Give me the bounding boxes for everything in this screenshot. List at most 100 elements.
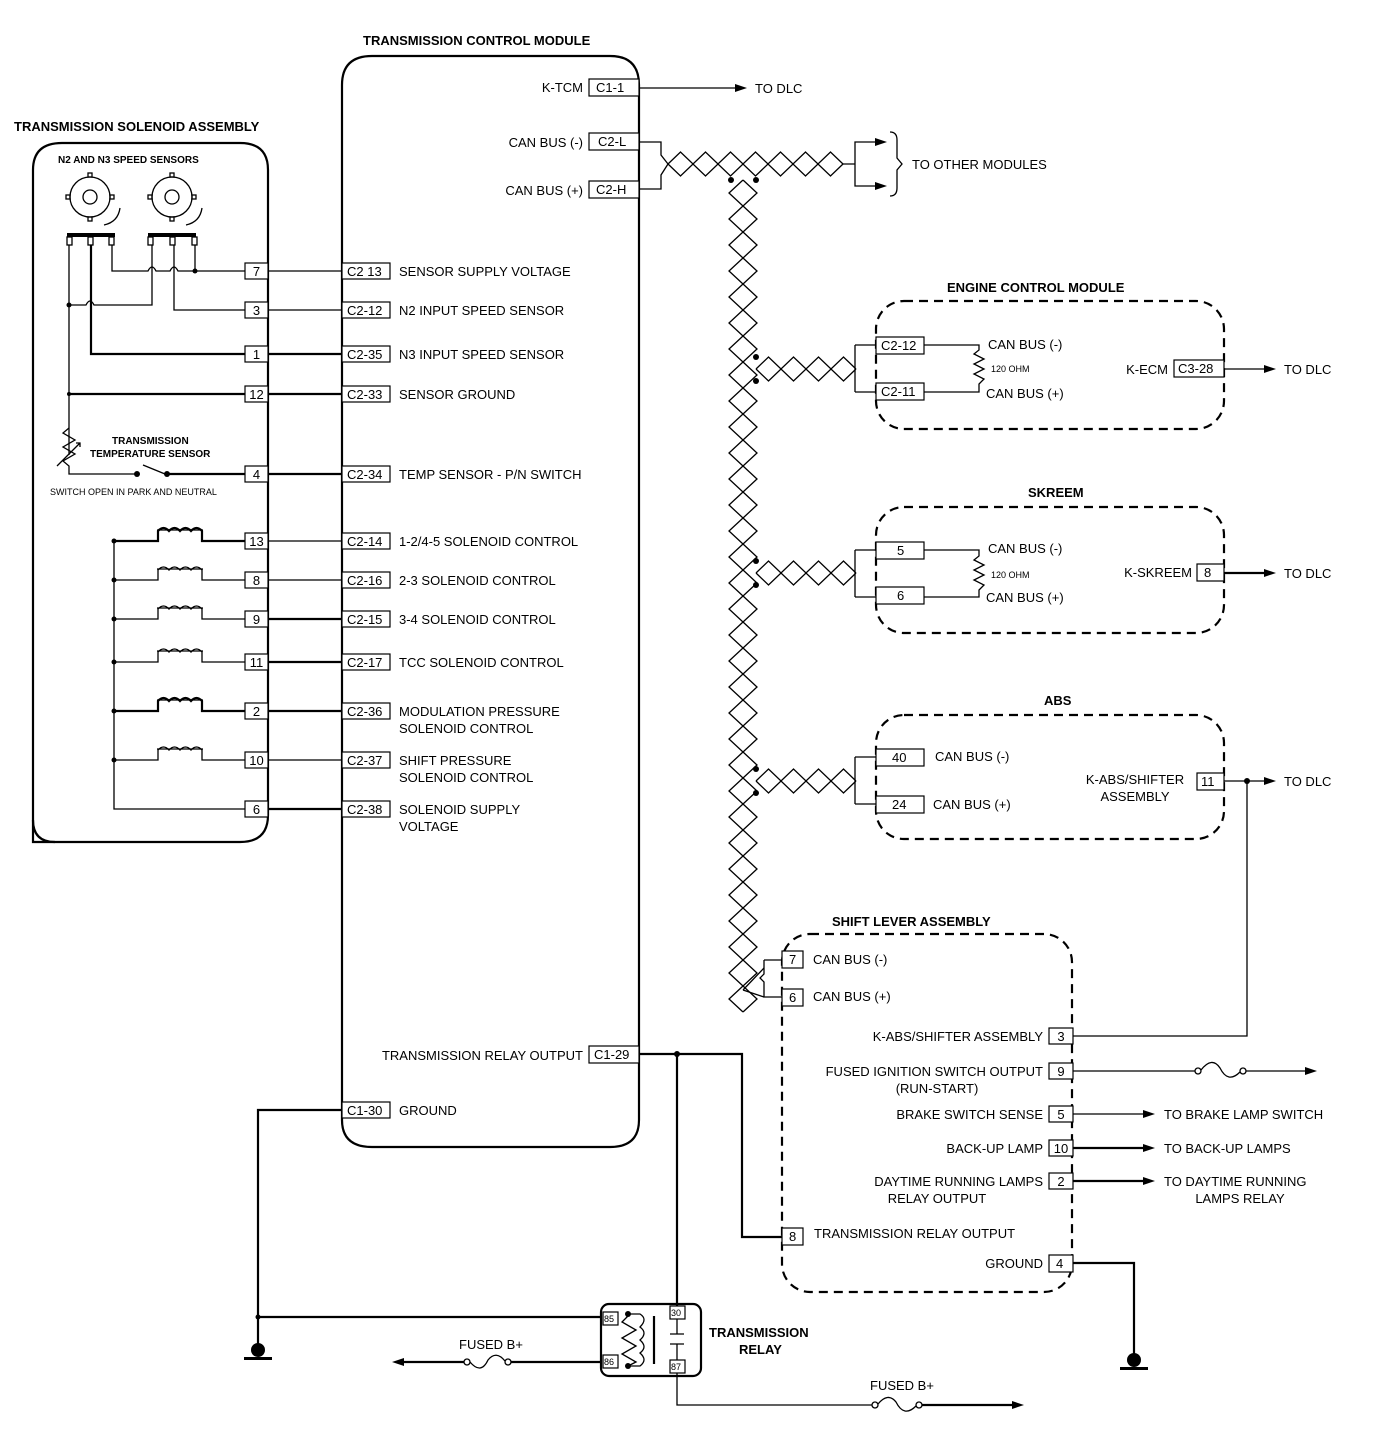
- can-wire-minus: [755, 768, 857, 782]
- svg-text:TO DLC: TO DLC: [1284, 362, 1331, 377]
- svg-text:C1-29: C1-29: [594, 1047, 629, 1062]
- svg-text:30: 30: [671, 1308, 681, 1318]
- relay-contact-icon: [670, 1319, 684, 1360]
- skreem-pin-plus: 6: [897, 588, 904, 603]
- brace-icon: [889, 131, 903, 197]
- solenoid-pin-number: 12: [249, 387, 263, 402]
- fused-b-plus-left: FUSED B+: [459, 1337, 523, 1352]
- relay-title-2: RELAY: [739, 1342, 782, 1357]
- tcm-title: TRANSMISSION CONTROL MODULE: [363, 33, 591, 48]
- shift-pin-label: BRAKE SWITCH SENSE: [896, 1107, 1043, 1122]
- svg-text:ASSEMBLY: ASSEMBLY: [1100, 789, 1169, 804]
- arrow-icon: [1012, 1401, 1024, 1409]
- skreem-k-pin: 8: [1204, 565, 1211, 580]
- tcm-pin-label: SENSOR SUPPLY VOLTAGE: [399, 264, 571, 279]
- tcm-pin-id: C2-16: [347, 573, 382, 588]
- svg-text:3: 3: [1057, 1029, 1064, 1044]
- ecm-box: [874, 299, 1226, 431]
- tcm-pin: [341, 532, 391, 550]
- solenoid-pin-number: 6: [253, 802, 260, 817]
- k-tcm-label: K-TCM: [542, 80, 583, 95]
- ecm-k-pin: C3-28: [1178, 361, 1213, 376]
- solenoid-pin-number: 13: [249, 534, 263, 549]
- tcm-pin-id: C2-38: [347, 802, 382, 817]
- solenoid-pin-number: 8: [253, 573, 260, 588]
- shift-pin-relay: 8: [789, 1229, 796, 1244]
- solenoid-supply-bus: [113, 541, 245, 810]
- to-other-modules: TO OTHER MODULES: [912, 157, 1047, 172]
- ecm-title: ENGINE CONTROL MODULE: [947, 280, 1125, 295]
- tcm-pin-id: C2-35: [347, 347, 382, 362]
- svg-text:C1-30: C1-30: [347, 1103, 382, 1118]
- transmission-relay-box: [599, 1302, 703, 1378]
- tcm-to-dlc: TO DLC: [755, 81, 802, 96]
- svg-text:CAN BUS (-): CAN BUS (-): [988, 541, 1062, 556]
- shift-pin-ground: 4: [1056, 1256, 1063, 1271]
- n3-speed-sensor-icon: [147, 172, 203, 246]
- tcm-pin: [341, 653, 391, 671]
- wire-pin7: [111, 245, 245, 272]
- tcm-pin-id: C2-34: [347, 467, 382, 482]
- tcm-pin-label: 2-3 SOLENOID CONTROL: [399, 573, 556, 588]
- can-bus-twisted-pair: [667, 151, 857, 1013]
- shift-pin-label: DAYTIME RUNNING LAMPS: [874, 1174, 1043, 1189]
- svg-text:TRANSMISSION RELAY OUTPUT: TRANSMISSION RELAY OUTPUT: [814, 1226, 1015, 1241]
- svg-text:86: 86: [604, 1357, 614, 1367]
- can-wire-minus: [755, 560, 857, 574]
- tcm-pin: [341, 465, 391, 483]
- tcm-can-plus-label: CAN BUS (+): [505, 183, 583, 198]
- shift-pin-can-plus: 6: [789, 990, 796, 1005]
- tcm-pin-id: C2-37: [347, 753, 382, 768]
- svg-text:CAN BUS (-): CAN BUS (-): [813, 952, 887, 967]
- svg-text:85: 85: [604, 1314, 614, 1324]
- can-wire-plus: [667, 163, 844, 177]
- tcm-pin-id: C2 13: [347, 264, 382, 279]
- svg-text:CAN BUS (-): CAN BUS (-): [935, 749, 1009, 764]
- resistor-icon: [924, 549, 986, 598]
- tcm-pin-label: TCC SOLENOID CONTROL: [399, 655, 564, 670]
- tcm-pin-label: SHIFT PRESSURE: [399, 753, 512, 768]
- tcm-pin-id: C2-12: [347, 303, 382, 318]
- solenoid-coil-icon: [114, 696, 245, 713]
- fuse-icon: [871, 1396, 923, 1412]
- shift-pin: [1048, 1027, 1074, 1045]
- tcm-pin: [341, 262, 391, 280]
- relay-title-1: TRANSMISSION: [709, 1325, 809, 1340]
- tcm-ground-label: GROUND: [399, 1103, 457, 1118]
- solenoid-assembly-title: TRANSMISSION SOLENOID ASSEMBLY: [14, 119, 260, 134]
- solenoid-coil-icon: [114, 566, 245, 581]
- abs-k-pin: 11: [1201, 774, 1215, 789]
- solenoid-pin-number: 11: [250, 655, 264, 670]
- tcm-pin-label: N3 INPUT SPEED SENSOR: [399, 347, 564, 362]
- tcm-relay-output-label: TRANSMISSION RELAY OUTPUT: [382, 1048, 583, 1063]
- svg-text:GROUND: GROUND: [985, 1256, 1043, 1271]
- svg-text:C1-1: C1-1: [596, 80, 624, 95]
- tcm-pin: [341, 702, 391, 720]
- svg-text:C2-H: C2-H: [596, 182, 626, 197]
- solenoid-pin-number: 1: [253, 347, 260, 362]
- tcm-pin-id: C2-15: [347, 612, 382, 627]
- shift-pin-label: K-ABS/SHIFTER ASSEMBLY: [873, 1029, 1044, 1044]
- solenoid-pin-number: 3: [253, 303, 260, 318]
- tcm-pin-id: C2-17: [347, 655, 382, 670]
- tcm-pin: [341, 800, 391, 818]
- tcm-pin-label: SENSOR GROUND: [399, 387, 515, 402]
- shift-pin-label: BACK-UP LAMP: [946, 1141, 1043, 1156]
- svg-text:K-SKREEM: K-SKREEM: [1124, 565, 1192, 580]
- tcm-can-minus-label: CAN BUS (-): [509, 135, 583, 150]
- switch-note: SWITCH OPEN IN PARK AND NEUTRAL: [50, 487, 217, 497]
- shift-pin-label: FUSED IGNITION SWITCH OUTPUT: [826, 1064, 1043, 1079]
- solenoid-coil-icon: [114, 746, 245, 761]
- solenoid-corner: [31, 819, 56, 844]
- shift-pin-can-minus: 7: [789, 952, 796, 967]
- svg-text:K-ABS/SHIFTER: K-ABS/SHIFTER: [1086, 772, 1184, 787]
- can-wire-minus: [667, 151, 844, 165]
- tcm-pin: [341, 571, 391, 589]
- solenoid-pin-number: 9: [253, 612, 260, 627]
- solenoid-coil-icon: [114, 526, 245, 543]
- relay-coil-icon: [620, 1311, 656, 1369]
- shift-pin-label-2: RELAY OUTPUT: [888, 1191, 987, 1206]
- svg-text:K-ECM: K-ECM: [1126, 362, 1168, 377]
- tcm-pin-id: C2-33: [347, 387, 382, 402]
- fuse-icon: [1194, 1061, 1247, 1078]
